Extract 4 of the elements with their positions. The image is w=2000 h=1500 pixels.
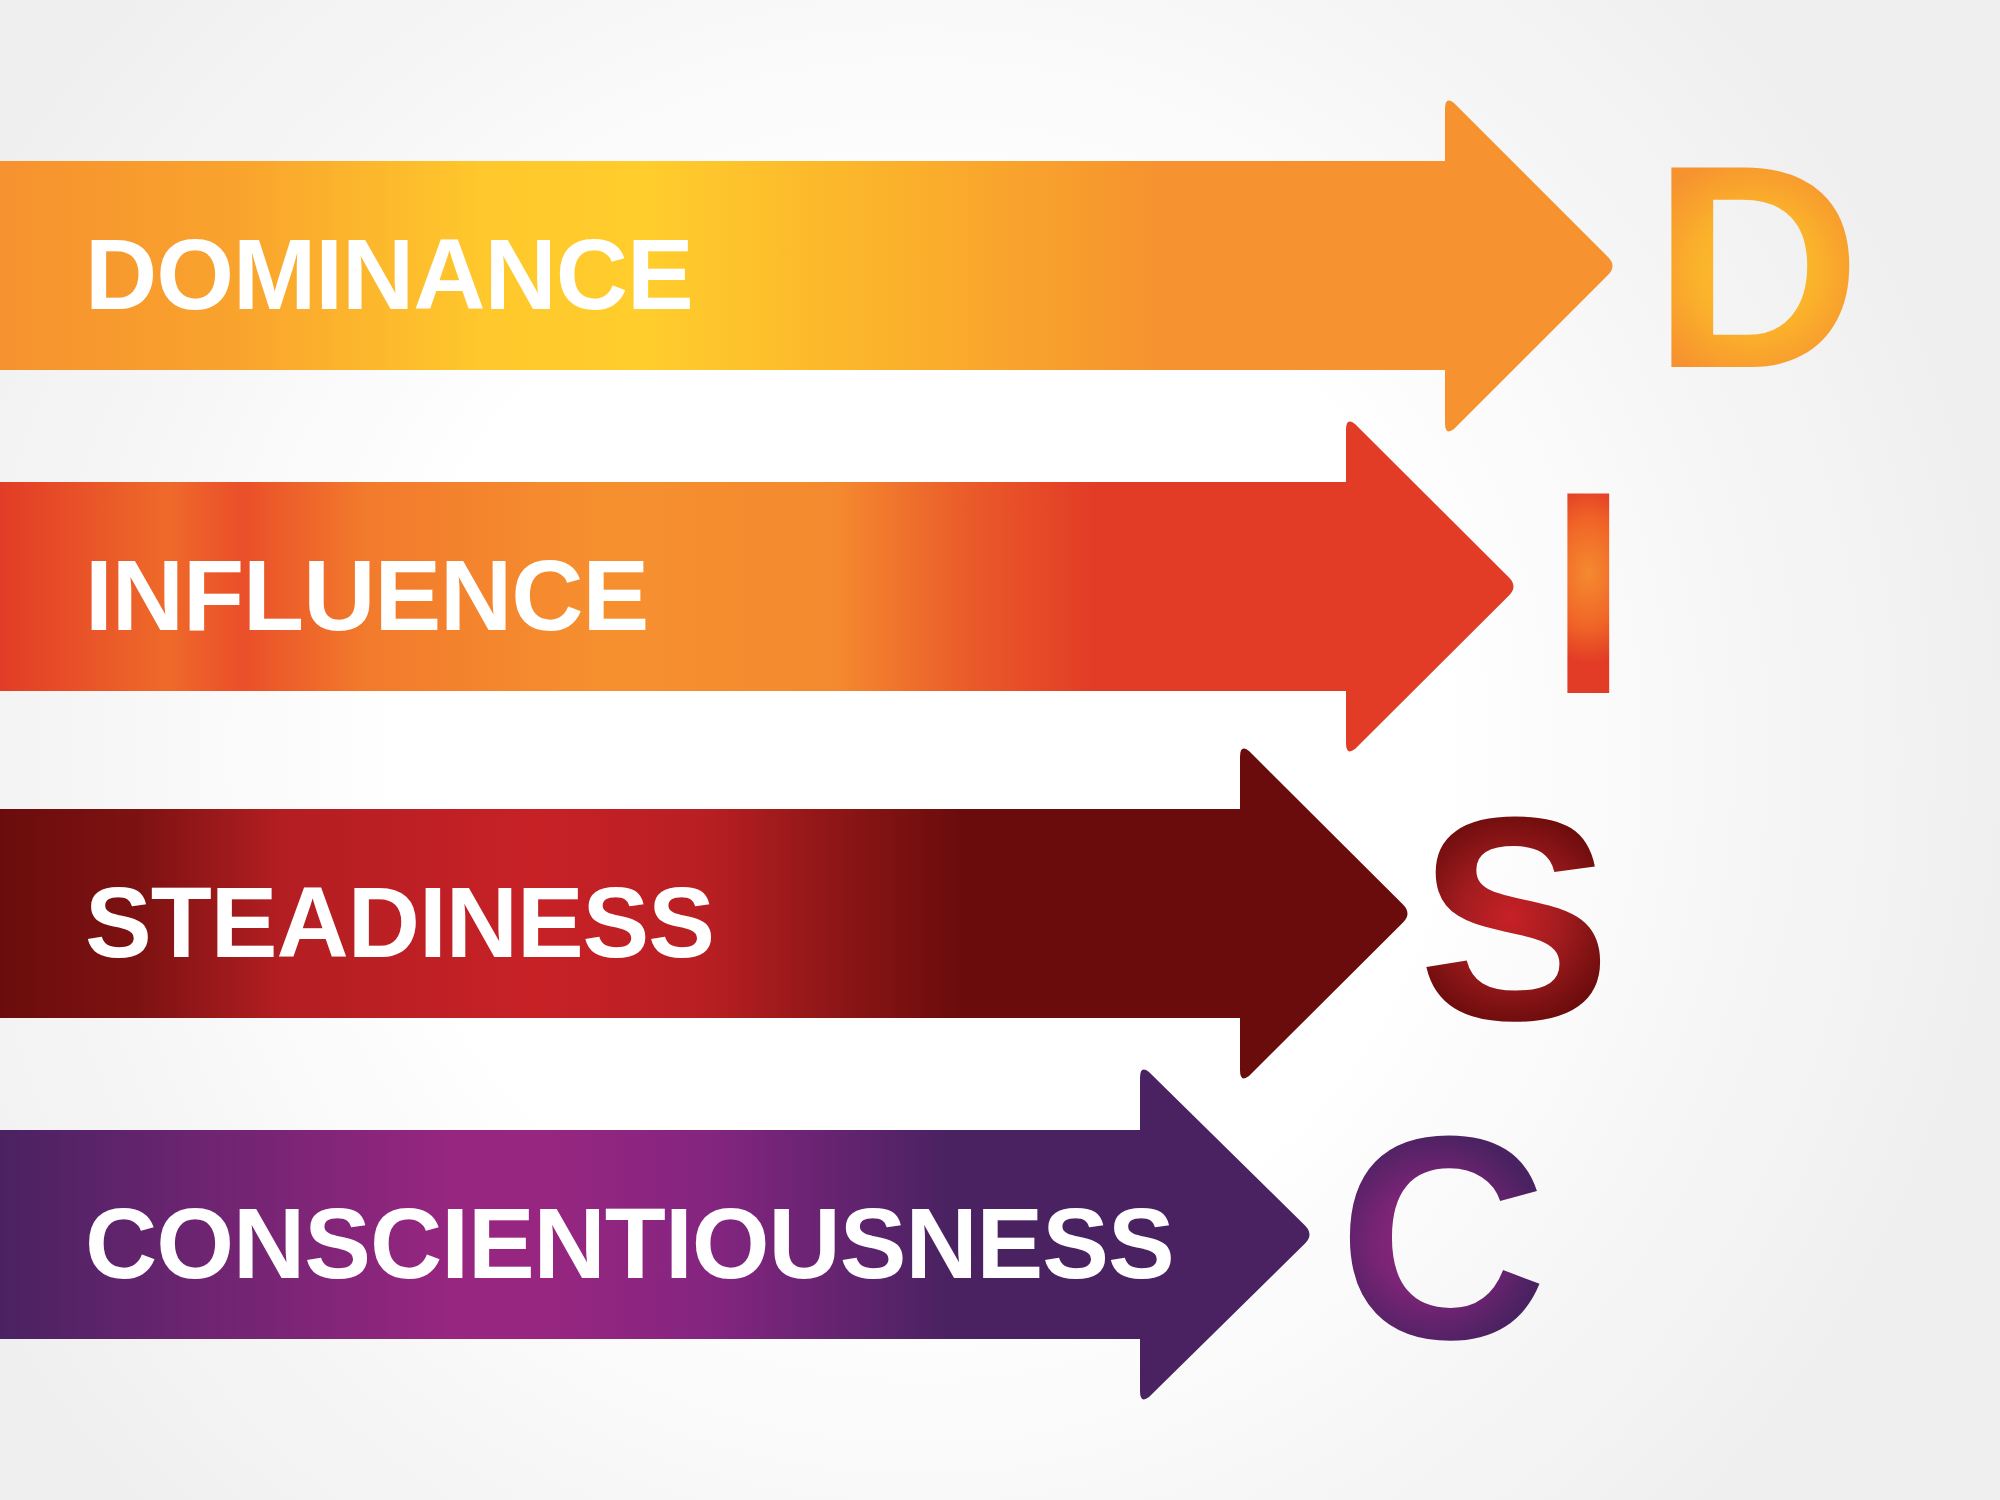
arrow-label: DOMINANCE <box>85 223 693 324</box>
arrow-label: STEADINESS <box>85 871 714 972</box>
arrow-label: INFLUENCE <box>85 544 649 645</box>
arrow-label: CONSCIENTIOUSNESS <box>85 1192 1174 1293</box>
